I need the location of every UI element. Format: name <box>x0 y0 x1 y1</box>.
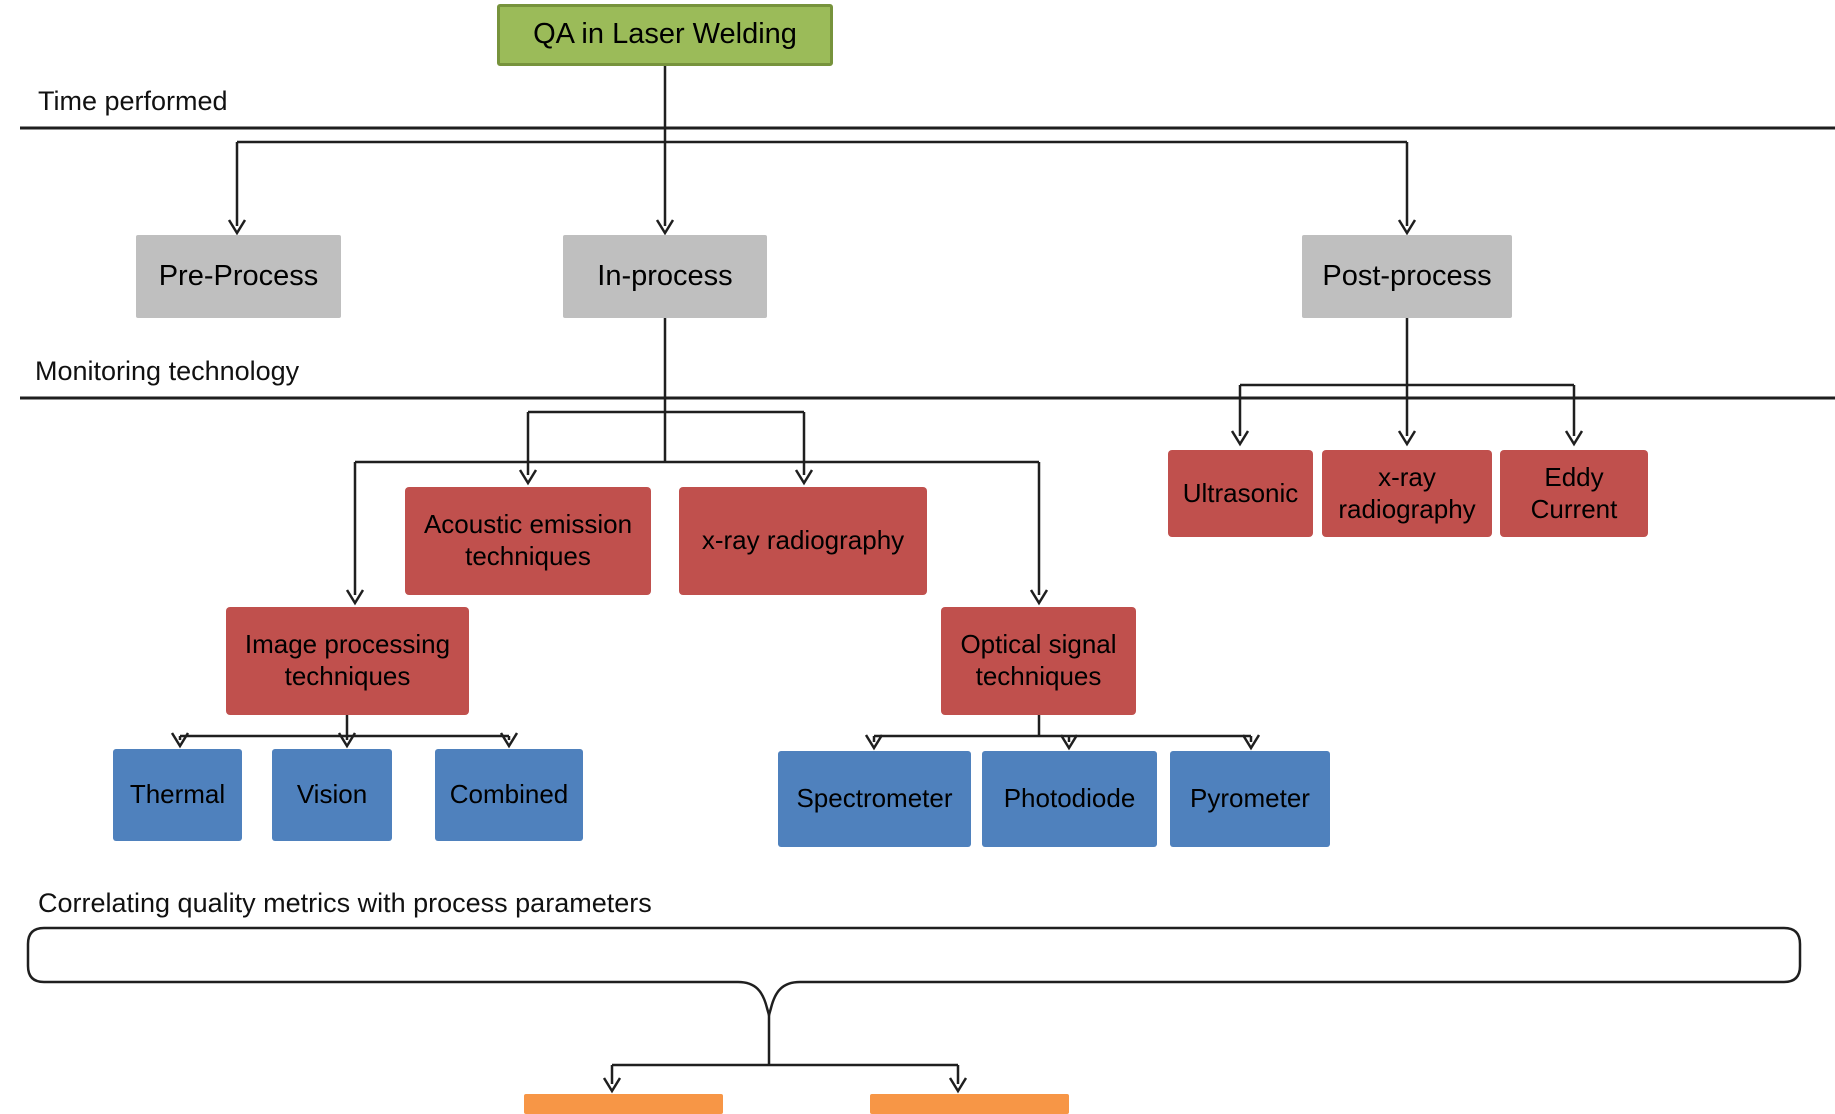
correlating-bracket-shape <box>26 926 1802 1094</box>
node-in-process: In-process <box>563 235 767 318</box>
section-label-time-performed: Time performed <box>38 86 228 116</box>
image-processing-methods-connector <box>170 715 519 749</box>
section-label-correlating: Correlating quality metrics with process… <box>38 888 652 918</box>
node-photodiode: Photodiode <box>982 751 1157 847</box>
node-thermal: Thermal <box>113 749 242 841</box>
node-ultrasonic: Ultrasonic <box>1168 450 1313 537</box>
node-eddy-current: Eddy Current <box>1500 450 1648 537</box>
node-post-process: Post-process <box>1302 235 1512 318</box>
node-optical-signal: Optical signal techniques <box>941 607 1136 715</box>
node-xray-radiography-in: x-ray radiography <box>679 487 927 595</box>
node-combined: Combined <box>435 749 583 841</box>
node-pre-process: Pre-Process <box>136 235 341 318</box>
post-process-branch-connector <box>1230 318 1584 447</box>
in-process-branch-connector <box>345 318 1049 606</box>
section-label-monitoring-technology: Monitoring technology <box>35 356 300 386</box>
node-pyrometer: Pyrometer <box>1170 751 1330 847</box>
optical-signal-methods-connector <box>864 715 1261 751</box>
node-image-processing: Image processing techniques <box>226 607 469 715</box>
node-vision: Vision <box>272 749 392 841</box>
node-spectrometer: Spectrometer <box>778 751 971 847</box>
node-xray-radiography-post: x-ray radiography <box>1322 450 1492 537</box>
node-bottom-right-cutoff <box>870 1094 1069 1114</box>
node-acoustic-emission: Acoustic emission techniques <box>405 487 651 595</box>
root-to-stages-connector <box>227 66 1417 236</box>
node-bottom-left-cutoff <box>524 1094 723 1114</box>
node-qa-root: QA in Laser Welding <box>497 4 833 66</box>
